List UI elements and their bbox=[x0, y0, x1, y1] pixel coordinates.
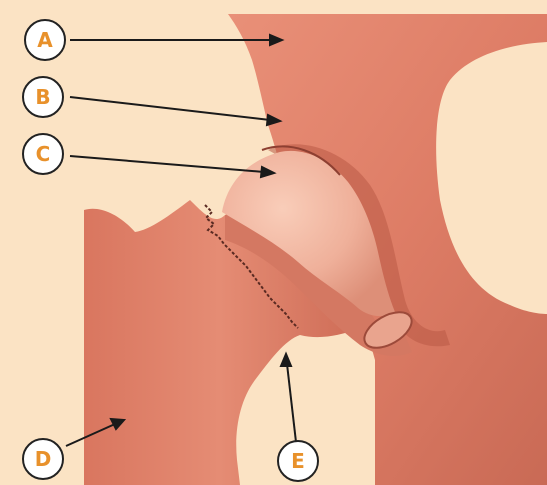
arrow-e-head bbox=[281, 354, 291, 366]
label-d: D bbox=[22, 438, 64, 480]
label-c: C bbox=[22, 133, 64, 175]
label-a: A bbox=[24, 19, 66, 61]
label-b: B bbox=[22, 76, 64, 118]
label-e: E bbox=[277, 440, 319, 482]
arrow-e-line bbox=[287, 364, 296, 442]
arrow-b-line bbox=[70, 97, 270, 120]
arrow-c-line bbox=[70, 156, 264, 172]
